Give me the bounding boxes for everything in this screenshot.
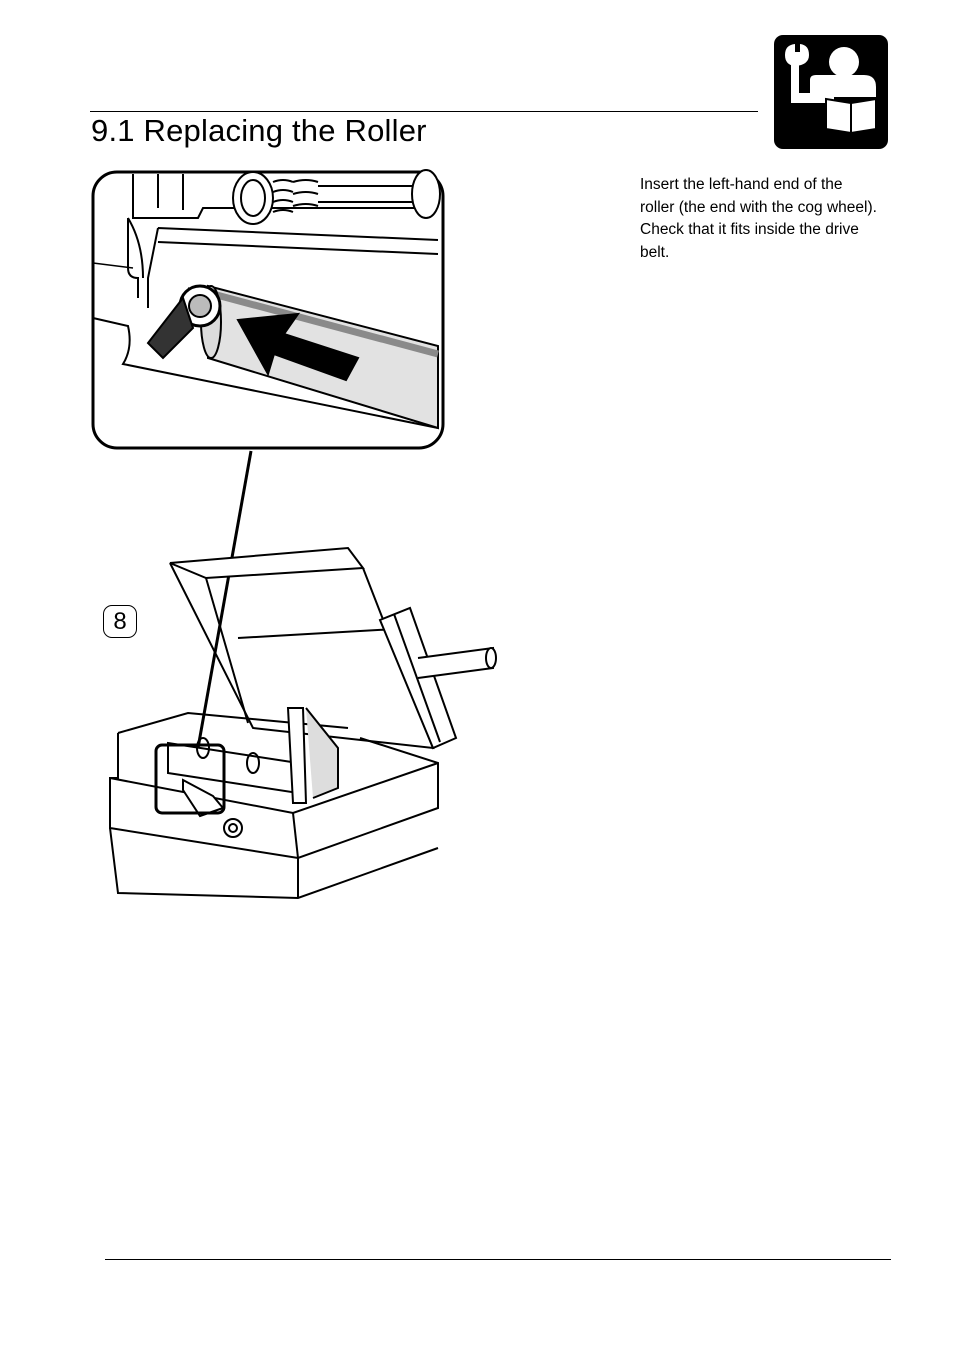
footer-rule: [105, 1259, 891, 1260]
maintenance-manual-icon: [774, 35, 888, 149]
roller-replacement-illustration: [91, 169, 497, 900]
page-title: 9.1 Replacing the Roller: [91, 113, 427, 148]
detail-view: [91, 169, 445, 450]
header-rule: [90, 111, 758, 112]
step-number-badge: 8: [103, 605, 137, 638]
printer-drawing: [109, 546, 497, 900]
instruction-text: Insert the left-hand end of the roller (…: [640, 176, 877, 261]
